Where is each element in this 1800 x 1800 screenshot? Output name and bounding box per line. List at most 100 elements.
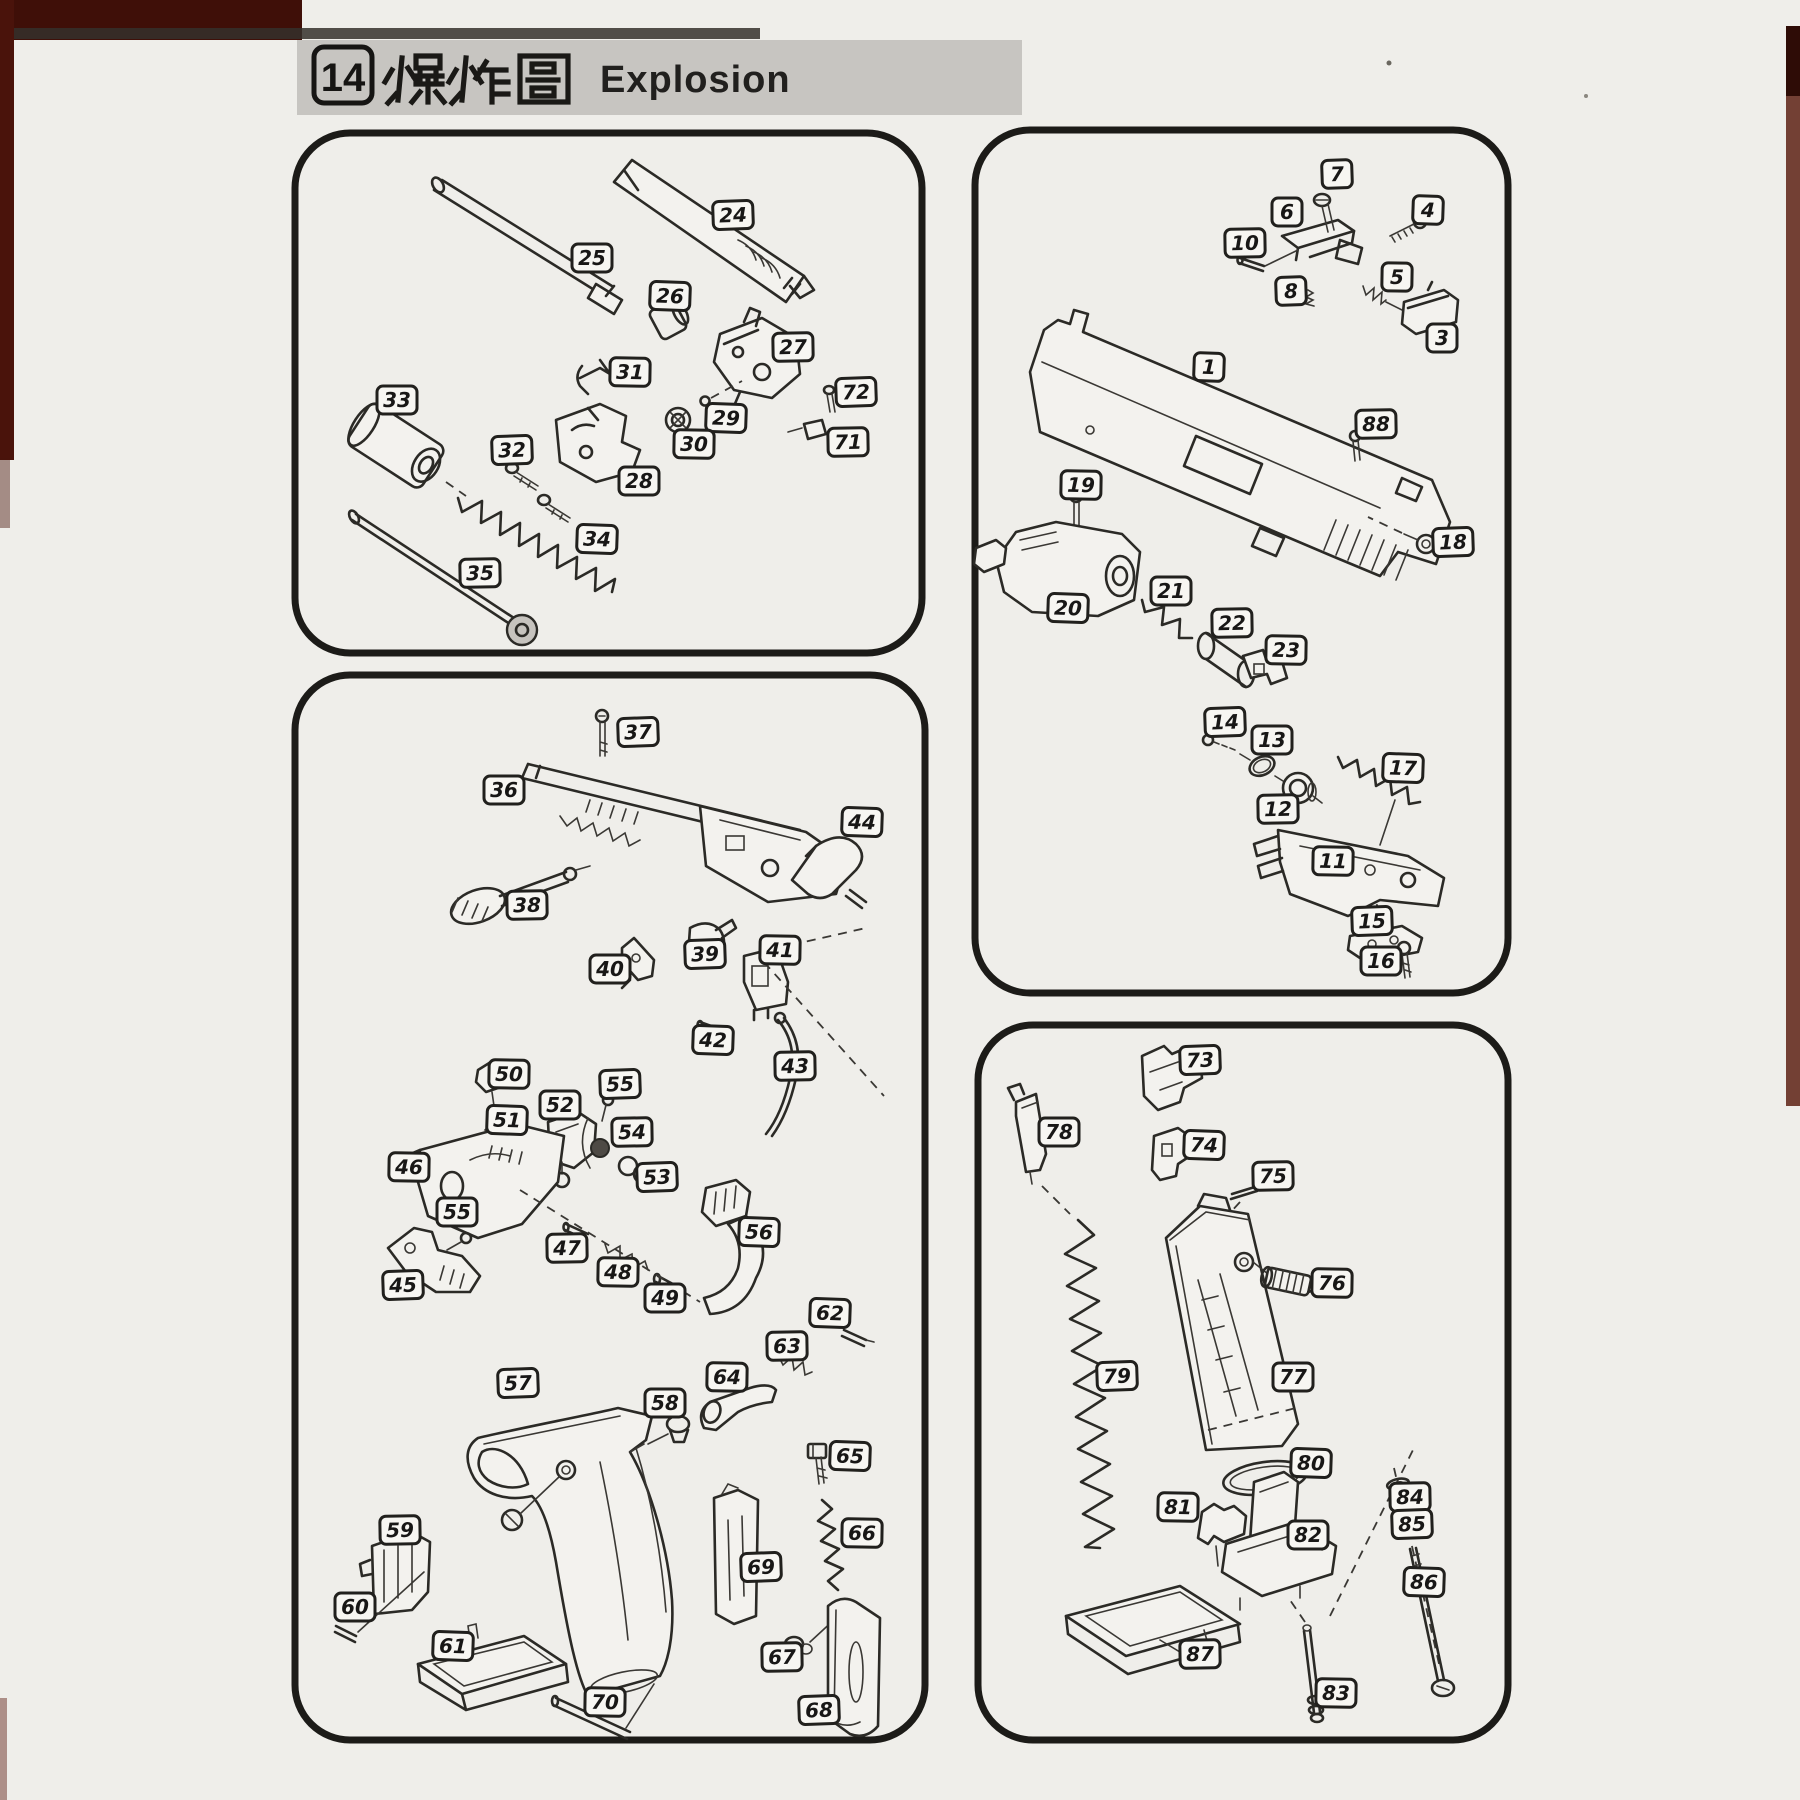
- part-13-drawing: [1248, 754, 1276, 778]
- svg-text:27: 27: [779, 335, 807, 359]
- svg-text:4: 4: [1420, 198, 1436, 223]
- svg-text:18: 18: [1439, 530, 1468, 555]
- part-62-drawing: [840, 1328, 875, 1348]
- svg-text:80: 80: [1297, 1451, 1326, 1476]
- svg-text:42: 42: [698, 1027, 728, 1052]
- svg-text:78: 78: [1045, 1120, 1073, 1144]
- part-label-73: 73: [1178, 1044, 1222, 1076]
- svg-text:54: 54: [618, 1120, 646, 1144]
- part-label-65: 65: [828, 1440, 872, 1472]
- part-label-57: 57: [496, 1367, 540, 1399]
- part-label-20: 20: [1046, 592, 1090, 624]
- svg-text:46: 46: [394, 1155, 423, 1180]
- part-label-38: 38: [505, 889, 549, 921]
- part-label-77: 77: [1271, 1361, 1315, 1393]
- part-label-12: 12: [1256, 793, 1300, 825]
- svg-text:87: 87: [1186, 1642, 1214, 1666]
- svg-text:52: 52: [546, 1093, 574, 1117]
- svg-text:58: 58: [651, 1391, 679, 1415]
- part-78-drawing: [1006, 1082, 1048, 1185]
- part-label-58: 58: [643, 1387, 687, 1419]
- part-label-25: 25: [570, 242, 614, 274]
- part-label-55: 55: [435, 1196, 479, 1228]
- part-label-42: 42: [691, 1024, 735, 1056]
- part-label-14: 14: [1203, 706, 1247, 738]
- part-label-52: 52: [538, 1089, 582, 1121]
- svg-text:76: 76: [1318, 1271, 1346, 1295]
- part-68-drawing: [826, 1597, 882, 1738]
- part-label-56: 56: [737, 1216, 781, 1248]
- svg-text:20: 20: [1054, 596, 1083, 621]
- part-label-87: 87: [1178, 1638, 1222, 1670]
- part-label-44: 44: [840, 806, 884, 838]
- part-label-7: 7: [1320, 158, 1354, 190]
- part-label-63: 63: [765, 1330, 809, 1362]
- part-17-drawing: [1336, 755, 1422, 846]
- part-66-drawing: [816, 1498, 845, 1592]
- svg-text:22: 22: [1218, 611, 1246, 635]
- part-label-10: 10: [1223, 227, 1267, 259]
- part-label-3: 3: [1425, 322, 1459, 354]
- part-37-drawing: [594, 708, 610, 757]
- svg-text:63: 63: [773, 1334, 801, 1358]
- svg-text:59: 59: [386, 1518, 414, 1542]
- part-label-76: 76: [1310, 1267, 1354, 1299]
- section-number: 14: [321, 56, 366, 100]
- svg-text:73: 73: [1186, 1048, 1215, 1073]
- part-label-34: 34: [575, 523, 619, 555]
- svg-text:10: 10: [1231, 231, 1259, 255]
- part-44-drawing: [790, 836, 868, 910]
- part-label-47: 47: [545, 1232, 589, 1264]
- svg-text:55: 55: [443, 1200, 471, 1224]
- part-label-31: 31: [608, 356, 652, 388]
- svg-text:41: 41: [765, 938, 794, 962]
- part-28-drawing: [554, 402, 642, 484]
- svg-text:33: 33: [383, 388, 411, 412]
- part-21-drawing: [1140, 598, 1194, 640]
- part-label-54: 54: [610, 1116, 654, 1148]
- svg-text:56: 56: [745, 1220, 774, 1245]
- part-87-drawing: [1064, 1584, 1242, 1676]
- part-label-80: 80: [1289, 1447, 1333, 1479]
- svg-text:72: 72: [842, 380, 871, 405]
- part-label-49: 49: [643, 1282, 687, 1314]
- svg-text:39: 39: [691, 942, 720, 967]
- part-55b-drawing: [446, 1231, 473, 1251]
- part-label-53: 53: [635, 1161, 679, 1193]
- part-label-67: 67: [760, 1641, 804, 1673]
- part-label-68: 68: [797, 1694, 841, 1726]
- svg-text:40: 40: [595, 957, 624, 981]
- part-20-drawing: [972, 520, 1142, 618]
- part-72-drawing: [822, 384, 836, 413]
- part-label-33: 33: [375, 384, 419, 416]
- part-label-85: 85: [1390, 1508, 1434, 1540]
- part-label-59: 59: [378, 1514, 422, 1546]
- part-label-37: 37: [616, 716, 660, 748]
- part-79-drawing: [1063, 1218, 1116, 1550]
- svg-text:15: 15: [1358, 909, 1387, 934]
- svg-text:36: 36: [490, 778, 518, 802]
- svg-text:55: 55: [606, 1072, 635, 1097]
- svg-text:66: 66: [848, 1521, 876, 1545]
- panel-barrel-group-border: [291, 129, 926, 657]
- part-label-48: 48: [596, 1256, 640, 1288]
- part-77-drawing: [1164, 1192, 1300, 1452]
- svg-text:17: 17: [1389, 756, 1418, 781]
- part-64-drawing: [699, 1384, 778, 1432]
- part-label-13: 13: [1250, 724, 1294, 756]
- part-label-88: 88: [1354, 408, 1398, 440]
- svg-text:64: 64: [713, 1365, 741, 1389]
- svg-text:62: 62: [816, 1301, 845, 1326]
- part-label-71: 71: [826, 426, 870, 458]
- svg-text:69: 69: [747, 1555, 776, 1580]
- part-24-drawing: [612, 158, 816, 304]
- svg-text:83: 83: [1322, 1681, 1350, 1705]
- part-74-drawing: [1150, 1126, 1194, 1182]
- part-label-55: 55: [598, 1068, 642, 1100]
- svg-text:74: 74: [1190, 1133, 1219, 1158]
- part-23-drawing: [1241, 648, 1289, 686]
- svg-text:19: 19: [1067, 473, 1095, 497]
